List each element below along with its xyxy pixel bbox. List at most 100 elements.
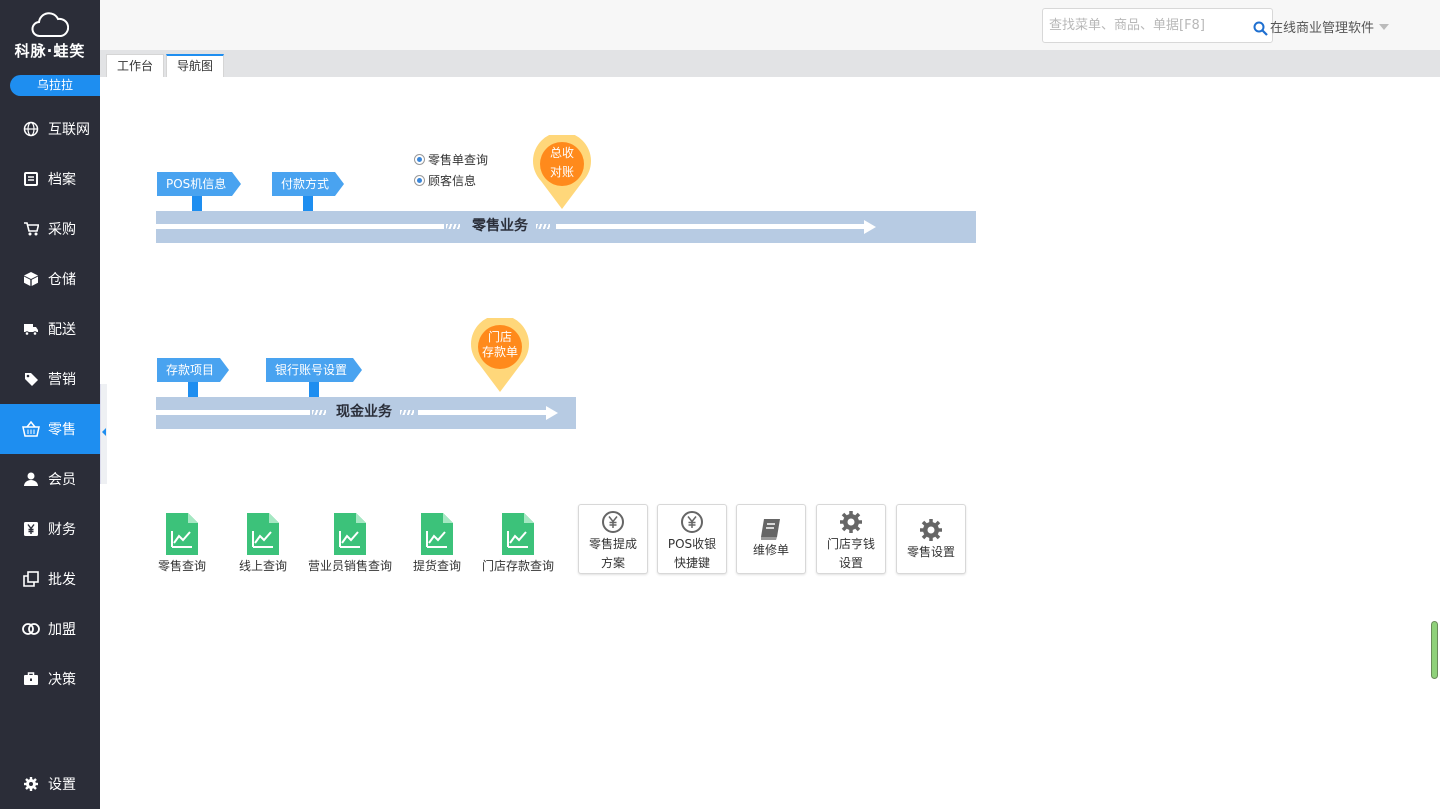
tag-stem bbox=[309, 382, 319, 397]
sidebar-item-decision[interactable]: 决策 bbox=[0, 654, 100, 704]
tile-retail-settings[interactable]: 零售设置 bbox=[896, 504, 966, 574]
bank-account-tag[interactable]: 银行账号设置 bbox=[266, 358, 363, 382]
logo-text: 科脉·蛙笑 bbox=[14, 42, 86, 60]
sidebar-item-label: 设置 bbox=[48, 777, 76, 793]
pin-label: 对账 bbox=[549, 165, 574, 179]
report-clerk-sales-query[interactable]: 营业员销售查询 bbox=[300, 513, 400, 574]
sidebar: 科脉·蛙笑 乌拉拉 互联网 档案 采购 仓储 配送 营销 bbox=[0, 0, 100, 809]
company-badge[interactable]: 乌拉拉 bbox=[10, 75, 100, 96]
tab-navigation-map[interactable]: 导航图 bbox=[166, 54, 225, 77]
sidebar-item-internet[interactable]: 互联网 bbox=[0, 104, 100, 154]
copy-icon bbox=[22, 570, 40, 588]
map-pin-icon bbox=[533, 132, 591, 209]
customer-info-option[interactable]: 顾客信息 bbox=[414, 172, 476, 189]
scrollbar-thumb[interactable] bbox=[1431, 621, 1438, 679]
report-doc-icon bbox=[247, 513, 279, 555]
tile-pos-shortcuts[interactable]: POS收银 快捷键 bbox=[657, 504, 727, 574]
cash-flow-title: 现金业务 bbox=[310, 402, 418, 422]
slash-decor bbox=[446, 224, 460, 229]
option-label: 零售单查询 bbox=[428, 153, 489, 167]
search-input[interactable] bbox=[1043, 9, 1243, 42]
yen-coin-icon bbox=[681, 511, 703, 533]
sidebar-collapse-handle[interactable] bbox=[100, 384, 107, 484]
cloud-icon bbox=[31, 12, 69, 37]
archive-icon bbox=[22, 170, 40, 188]
search-icon[interactable] bbox=[1253, 21, 1268, 36]
globe-icon bbox=[22, 120, 40, 138]
sidebar-item-label: 配送 bbox=[48, 322, 76, 338]
caret-down-icon bbox=[1379, 23, 1390, 30]
sidebar-item-archive[interactable]: 档案 bbox=[0, 154, 100, 204]
tab-strip: 工作台 导航图 bbox=[100, 50, 1440, 77]
slash-decor bbox=[536, 224, 550, 229]
retail-order-query-option[interactable]: 零售单查询 bbox=[414, 151, 488, 168]
sidebar-item-franchise[interactable]: 加盟 bbox=[0, 604, 100, 654]
report-pickup-query[interactable]: 提货查询 bbox=[409, 513, 465, 574]
sidebar-item-warehouse[interactable]: 仓储 bbox=[0, 254, 100, 304]
payment-method-tag[interactable]: 付款方式 bbox=[272, 172, 345, 196]
report-retail-query[interactable]: 零售查询 bbox=[154, 513, 210, 574]
sidebar-item-purchase[interactable]: 采购 bbox=[0, 204, 100, 254]
deposit-item-tag[interactable]: 存款项目 bbox=[157, 358, 230, 382]
map-pin-icon bbox=[471, 315, 529, 392]
pin-label: 总收 bbox=[549, 146, 574, 160]
tile-label: 零售设置 bbox=[906, 545, 955, 559]
sidebar-item-label: 采购 bbox=[48, 222, 76, 238]
sidebar-item-settings[interactable]: 设置 bbox=[0, 759, 100, 809]
tile-label: 设置 bbox=[838, 556, 863, 570]
truck-icon bbox=[22, 320, 40, 338]
report-online-query[interactable]: 线上查询 bbox=[235, 513, 291, 574]
brand-logo[interactable]: 科脉·蛙笑 bbox=[0, 12, 100, 61]
report-doc-icon bbox=[502, 513, 534, 555]
sidebar-item-delivery[interactable]: 配送 bbox=[0, 304, 100, 354]
report-doc-icon bbox=[166, 513, 198, 555]
report-label: 门店存款查询 bbox=[481, 559, 554, 573]
gear-icon bbox=[22, 775, 40, 793]
slash-decor bbox=[312, 410, 326, 415]
report-label: 零售查询 bbox=[157, 559, 206, 573]
rings-icon bbox=[22, 620, 40, 638]
tile-repair-order[interactable]: 维修单 bbox=[736, 504, 806, 574]
basket-icon bbox=[22, 420, 40, 438]
yen-coin-icon bbox=[602, 511, 624, 533]
sidebar-item-label: 会员 bbox=[48, 472, 76, 488]
tile-label: 维修单 bbox=[752, 543, 789, 557]
report-store-deposit-query[interactable]: 门店存款查询 bbox=[472, 513, 564, 574]
sidebar-item-retail[interactable]: 零售 bbox=[0, 404, 100, 454]
pos-info-tag[interactable]: POS机信息 bbox=[157, 172, 242, 196]
sidebar-item-member[interactable]: 会员 bbox=[0, 454, 100, 504]
option-label: 顾客信息 bbox=[428, 174, 477, 188]
tile-retail-commission-plan[interactable]: 零售提成 方案 bbox=[578, 504, 648, 574]
sidebar-item-finance[interactable]: 财务 bbox=[0, 504, 100, 554]
store-deposit-pin[interactable]: 门店 存款单 bbox=[471, 315, 529, 393]
radio-dot-icon bbox=[414, 175, 425, 186]
gear-icon bbox=[840, 511, 862, 533]
tile-store-money-settings[interactable]: 门店亨钱 设置 bbox=[816, 504, 886, 574]
pin-label: 门店 bbox=[487, 330, 512, 344]
sidebar-item-label: 档案 bbox=[48, 172, 76, 188]
report-label: 提货查询 bbox=[412, 559, 461, 573]
sidebar-item-label: 决策 bbox=[48, 672, 76, 688]
book-icon bbox=[761, 519, 780, 540]
radio-dot-icon bbox=[414, 154, 425, 165]
app-switcher-label: 在线商业管理软件 bbox=[1270, 21, 1375, 36]
briefcase-icon bbox=[22, 670, 40, 688]
retail-flow-title: 零售业务 bbox=[444, 216, 556, 236]
user-icon bbox=[22, 470, 40, 488]
cart-icon bbox=[22, 220, 40, 238]
chevron-left-icon bbox=[102, 428, 106, 436]
tag-stem bbox=[192, 196, 202, 211]
search-box bbox=[1042, 8, 1273, 43]
sidebar-item-label: 批发 bbox=[48, 572, 76, 588]
sidebar-item-marketing[interactable]: 营销 bbox=[0, 354, 100, 404]
app-switcher[interactable]: 在线商业管理软件 bbox=[1270, 17, 1390, 36]
summary-reconcile-pin[interactable]: 总收 对账 bbox=[533, 132, 591, 210]
tab-workbench[interactable]: 工作台 bbox=[106, 54, 165, 77]
tile-label: 门店亨钱 bbox=[826, 537, 875, 551]
tag-stem bbox=[188, 382, 198, 397]
sidebar-item-label: 仓储 bbox=[48, 272, 76, 288]
top-bar: 在线商业管理软件 bbox=[100, 0, 1440, 50]
sidebar-item-wholesale[interactable]: 批发 bbox=[0, 554, 100, 604]
tag-icon bbox=[22, 370, 40, 388]
report-doc-icon bbox=[421, 513, 453, 555]
